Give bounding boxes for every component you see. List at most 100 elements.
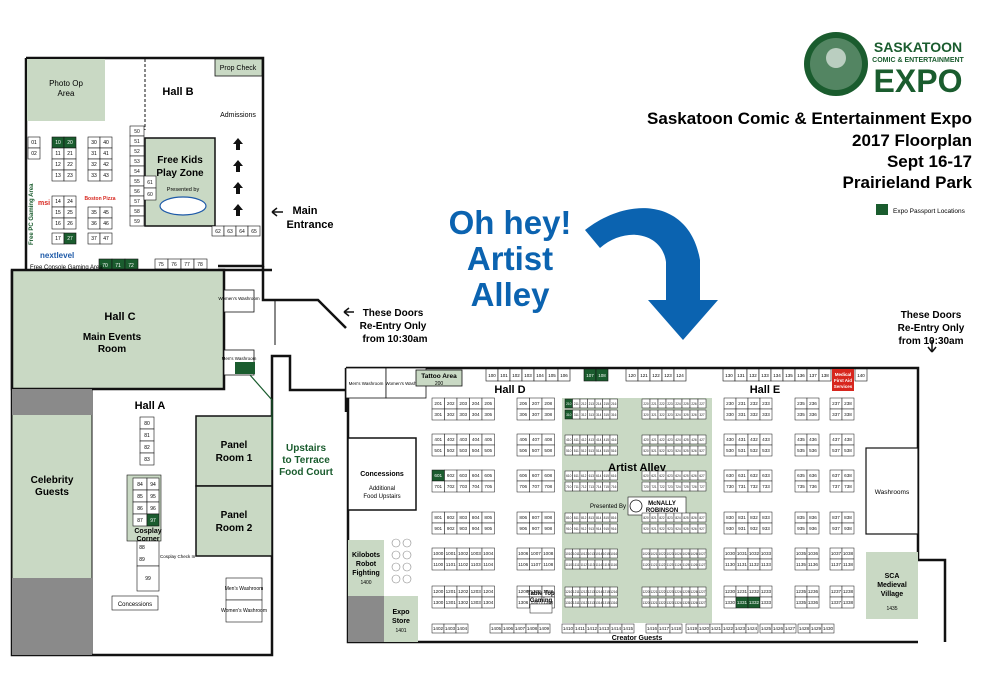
booth-number: 1331 (737, 600, 748, 605)
booth (745, 623, 759, 634)
booth-number: 405 (484, 437, 492, 442)
booth-number: 602 (447, 473, 455, 478)
booth-number: 1427 (785, 626, 796, 631)
booth-number: 831 (738, 515, 746, 520)
booth-number: 908 (544, 526, 552, 531)
booth-number: 222 (659, 402, 665, 406)
svg-text:42: 42 (103, 162, 109, 168)
kilobots-label-2: Robot (356, 561, 377, 568)
booth-number: 506 (519, 448, 527, 453)
main-events-label-2: Room (98, 344, 126, 355)
svg-text:101: 101 (500, 373, 508, 378)
booth-number: 232 (750, 401, 758, 406)
booth-number: 1012 (580, 552, 587, 556)
booth-number: 721 (651, 485, 657, 489)
doors-right-label: These Doors (901, 310, 962, 321)
booth-number: 203 (459, 401, 467, 406)
booth-number: 1222 (658, 590, 665, 594)
booth-number: 1023 (666, 552, 673, 556)
booth-number: 838 (844, 515, 852, 520)
svg-text:53: 53 (134, 159, 140, 165)
booth-number: 826 (691, 516, 697, 520)
booth-number: 1237 (831, 589, 842, 594)
svg-text:138: 138 (821, 373, 829, 378)
booth-number: 1038 (843, 551, 854, 556)
svg-text:52: 52 (134, 149, 140, 155)
booth-number: 615 (604, 474, 610, 478)
svg-text:61: 61 (147, 180, 153, 186)
booth-number: 515 (604, 449, 610, 453)
booth-number: 1420 (699, 626, 710, 631)
booth-number: 1130 (725, 562, 735, 567)
svg-text:72: 72 (128, 263, 134, 269)
svg-text:103: 103 (524, 373, 532, 378)
booth (609, 434, 618, 445)
booth-number: 520 (643, 449, 649, 453)
booth (759, 558, 773, 571)
booth-number: 707 (532, 484, 540, 489)
hall-c-label: Hall C (104, 311, 135, 323)
booth-number: 1407 (515, 626, 526, 631)
svg-text:85: 85 (137, 494, 143, 500)
booth-number: 737 (832, 484, 840, 489)
svg-text:33: 33 (91, 173, 97, 179)
booth-number: 1322 (658, 601, 665, 605)
mens-washroom-label: Men's Washroom (222, 356, 257, 361)
booth-number: 912 (581, 527, 587, 531)
concessions-d-label: Concessions (360, 471, 404, 478)
booth-number: 722 (659, 485, 665, 489)
booth-number: 1416 (647, 626, 658, 631)
booth (697, 523, 707, 534)
booth-number: 524 (675, 449, 681, 453)
booth-number: 814 (596, 516, 602, 520)
booth-number: 1337 (831, 600, 842, 605)
booth-number: 1208 (543, 589, 554, 594)
table-top-gaming-label: Table Top (527, 591, 555, 597)
booth-number: 1224 (674, 590, 681, 594)
svg-text:100: 100 (488, 373, 496, 378)
booth-number: 1402 (433, 626, 444, 631)
booth-number: 425 (683, 438, 689, 442)
booth-number: 1304 (483, 600, 494, 605)
callout-oh-hey: Oh hey! (449, 204, 572, 241)
booth (697, 559, 707, 570)
booth-number: 1231 (737, 589, 748, 594)
booth-number: 632 (750, 473, 758, 478)
svg-text:82: 82 (144, 445, 150, 451)
booth-number: 1419 (687, 626, 698, 631)
booth-number: 1307 (531, 600, 542, 605)
sca-medieval-village (866, 552, 918, 619)
booth-number: 1100 (433, 562, 443, 567)
booth-number: 626 (691, 474, 697, 478)
booth (609, 523, 618, 534)
mens-washroom-e-label: Men's Washroom (349, 381, 384, 386)
booth-number: 1206 (518, 589, 529, 594)
sca-label-3: Village (881, 591, 904, 598)
booth (783, 623, 797, 634)
booth-number: 723 (667, 485, 673, 489)
booth-number: 323 (667, 413, 673, 417)
booth-number: 637 (832, 473, 840, 478)
svg-text:64: 64 (239, 229, 245, 235)
booth-number: 1404 (457, 626, 468, 631)
panel-room-1-label: Panel (221, 440, 248, 451)
booth-number: 423 (667, 438, 673, 442)
msi-logo: msi (38, 200, 50, 207)
booth-number: 805 (484, 515, 492, 520)
booth-number: 511 (574, 449, 579, 453)
booth-number: 402 (447, 437, 455, 442)
svg-text:14: 14 (55, 199, 61, 205)
washrooms-label: Washrooms (875, 489, 910, 496)
booth-number: 811 (574, 516, 579, 520)
photo-op-area (27, 59, 105, 121)
booth-number: 1115 (603, 563, 610, 567)
booth-number: 1127 (699, 563, 706, 567)
booth-number: 1227 (698, 590, 705, 594)
booth-number: 802 (447, 515, 455, 520)
panel-room-2-label: Panel (221, 510, 248, 521)
booth-number: 901 (434, 526, 442, 531)
booth-number: 316 (611, 413, 617, 417)
svg-text:11: 11 (55, 151, 60, 157)
booth-number: 736 (809, 484, 817, 489)
